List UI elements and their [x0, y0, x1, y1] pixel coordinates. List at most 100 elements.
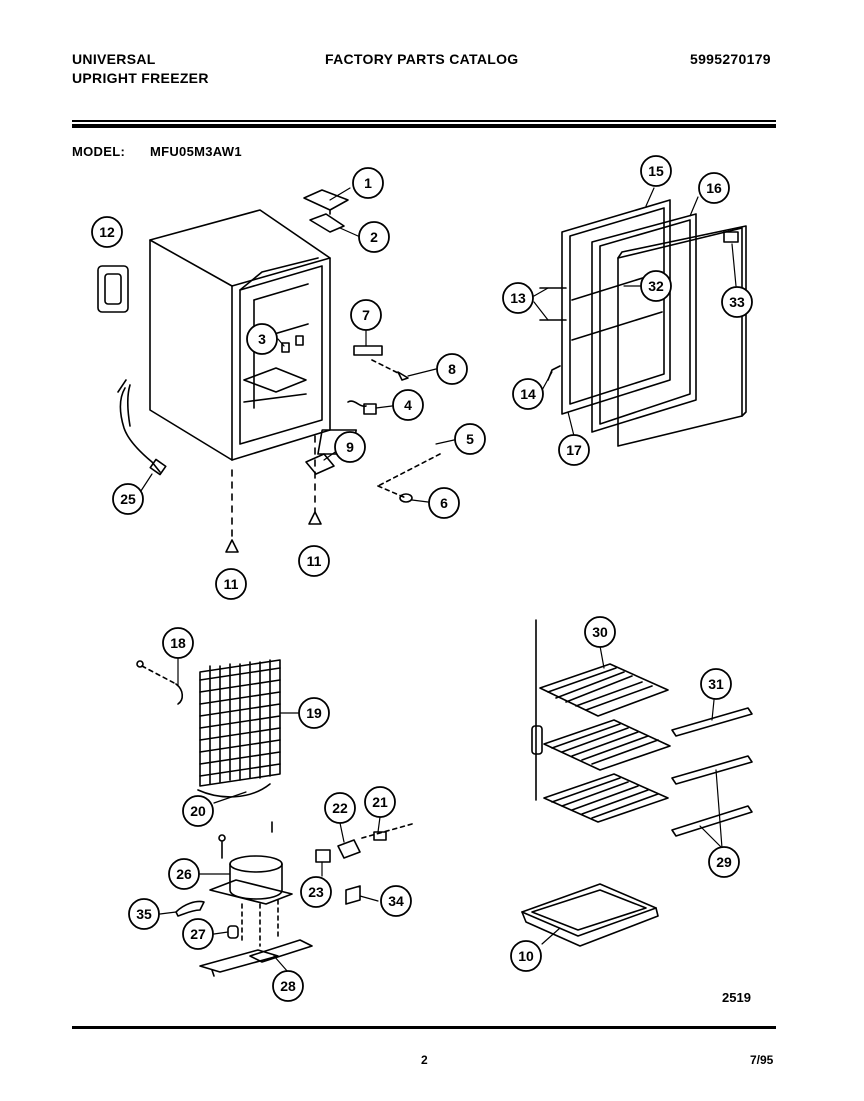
footer-rule — [72, 1026, 776, 1029]
callout-number: 18 — [170, 635, 186, 651]
callout-18: 18 — [162, 627, 194, 659]
callout-number: 22 — [332, 800, 348, 816]
condenser-coil — [197, 659, 281, 798]
callout-1: 1 — [352, 167, 384, 199]
callout-number: 11 — [307, 553, 322, 569]
callout-13: 13 — [502, 282, 534, 314]
callout-17: 17 — [558, 434, 590, 466]
callout-25: 25 — [112, 483, 144, 515]
callout-34: 34 — [380, 885, 412, 917]
callout-32: 32 — [640, 270, 672, 302]
clip-part — [175, 900, 205, 917]
thermostat-clip-part — [363, 403, 377, 415]
callout-7: 7 — [350, 299, 382, 331]
callout-number: 26 — [176, 866, 192, 882]
callout-number: 25 — [120, 491, 136, 507]
callout-number: 15 — [648, 163, 664, 179]
callout-23: 23 — [300, 876, 332, 908]
callout-21: 21 — [364, 786, 396, 818]
callout-number: 23 — [308, 884, 324, 900]
callout-leaders — [136, 187, 737, 973]
header-rule-thin — [72, 120, 776, 122]
callout-28: 28 — [272, 970, 304, 1002]
callout-14: 14 — [512, 378, 544, 410]
brand-line-2: UPRIGHT FREEZER — [72, 70, 209, 86]
model-number: MFU05M3AW1 — [150, 144, 242, 159]
callout-2: 2 — [358, 221, 390, 253]
callout-26: 26 — [168, 858, 200, 890]
catalog-title: FACTORY PARTS CATALOG — [325, 51, 519, 67]
door-handle-part — [97, 265, 129, 313]
capacitor-part — [345, 885, 361, 905]
callout-4: 4 — [392, 389, 424, 421]
callout-number: 9 — [346, 439, 354, 455]
callout-30: 30 — [584, 616, 616, 648]
callout-22: 22 — [324, 792, 356, 824]
callout-number: 13 — [510, 290, 526, 306]
power-cord-part — [117, 379, 167, 476]
base-rails-part — [199, 939, 313, 977]
callout-number: 8 — [448, 361, 456, 377]
callout-11: 11 — [298, 545, 330, 577]
callout-number: 29 — [716, 854, 732, 870]
callout-5: 5 — [454, 423, 486, 455]
overload-part — [337, 839, 361, 859]
callout-number: 21 — [372, 794, 388, 810]
callout-number: 28 — [280, 978, 296, 994]
callout-12: 12 — [91, 216, 123, 248]
callout-number: 3 — [258, 331, 266, 347]
page-number: 2 — [421, 1053, 428, 1067]
leveling-foot-right — [308, 511, 322, 525]
callout-33: 33 — [721, 286, 753, 318]
callout-27: 27 — [182, 918, 214, 950]
brand-line-1: UNIVERSAL — [72, 51, 156, 67]
callout-number: 33 — [729, 294, 745, 310]
callout-3: 3 — [246, 323, 278, 355]
callout-16: 16 — [698, 172, 730, 204]
bracket-part — [353, 345, 383, 356]
callout-number: 32 — [648, 278, 664, 294]
callout-number: 2 — [370, 229, 378, 245]
model-label: MODEL: — [72, 144, 126, 159]
callout-number: 11 — [224, 576, 239, 592]
callout-6: 6 — [428, 487, 460, 519]
callout-number: 6 — [440, 495, 448, 511]
top-panel-parts — [303, 189, 349, 233]
callout-35: 35 — [128, 898, 160, 930]
relay-part — [315, 849, 331, 863]
callout-number: 31 — [708, 676, 724, 692]
shelf-rail-29b — [671, 805, 753, 837]
callout-8: 8 — [436, 353, 468, 385]
revision-date: 7/95 — [750, 1053, 774, 1067]
callout-29: 29 — [708, 846, 740, 878]
leveling-foot-left — [225, 539, 239, 553]
callout-number: 12 — [99, 224, 115, 240]
grommet-part — [227, 925, 239, 939]
callout-9: 9 — [334, 431, 366, 463]
terminal-cover-part — [373, 831, 387, 841]
catalog-number: 5995270179 — [690, 51, 771, 67]
wire-shelves — [539, 663, 671, 823]
callout-number: 20 — [190, 803, 206, 819]
callout-markers: 1234567891111121314151617253233181920212… — [91, 155, 753, 1002]
knob-part — [399, 493, 413, 503]
callout-31: 31 — [700, 668, 732, 700]
callout-11: 11 — [215, 568, 247, 600]
callout-number: 35 — [136, 906, 152, 922]
callout-number: 19 — [306, 705, 322, 721]
callout-10: 10 — [510, 940, 542, 972]
callout-number: 16 — [706, 180, 722, 196]
callout-number: 14 — [520, 386, 536, 402]
callout-number: 5 — [466, 431, 474, 447]
callout-19: 19 — [298, 697, 330, 729]
drip-tray — [521, 883, 659, 947]
freezer-cabinet — [149, 209, 331, 461]
callout-20: 20 — [182, 795, 214, 827]
callout-number: 1 — [364, 175, 372, 191]
header-rule-thick — [72, 124, 776, 128]
hinge-part — [305, 453, 335, 475]
callout-number: 30 — [592, 624, 608, 640]
callout-number: 4 — [404, 397, 412, 413]
callout-number: 27 — [190, 926, 206, 942]
